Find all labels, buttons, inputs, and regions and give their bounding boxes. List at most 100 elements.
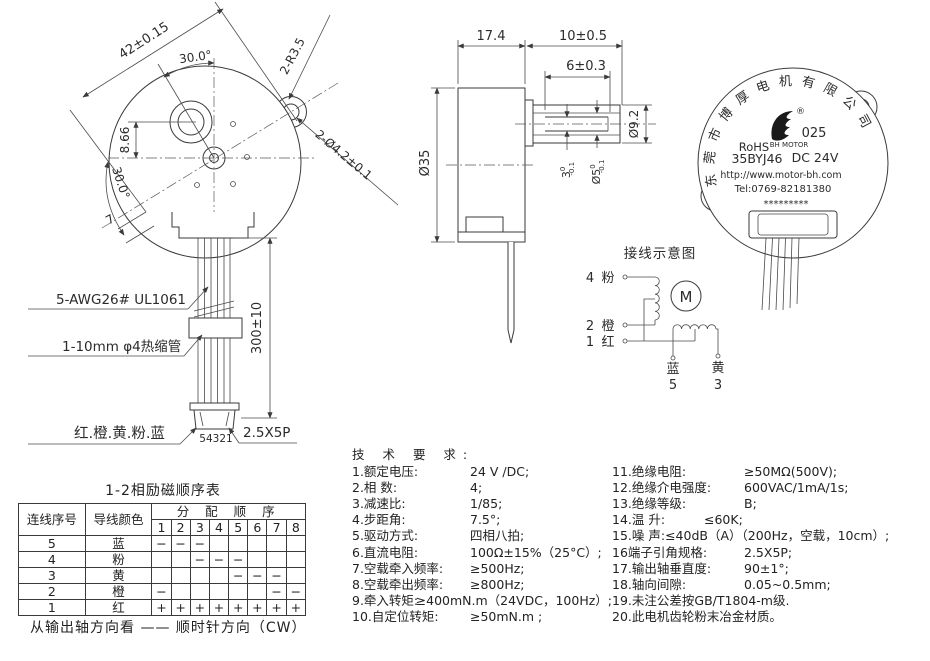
drawing-canvas: 42±0.15 30.0° 2-R3.5 2-Ø4.2±0.1 8.66 30.… — [28, 1, 889, 445]
stars-row: ********* — [764, 199, 809, 210]
connector-spec-label: 2.5X5P — [243, 425, 290, 441]
terminal-2-num: 2 — [586, 319, 594, 334]
step-4: 4 — [208, 519, 230, 536]
step-3: 3 — [189, 519, 210, 536]
model-number: 35BYJ46 — [731, 151, 782, 166]
motor-symbol-circle — [670, 280, 702, 312]
wire-colors-label: 红.橙.黄.粉.蓝 — [74, 425, 165, 442]
tech-item: 10.自定位转矩:≥50mN.m ; — [352, 608, 543, 624]
tech-item: 17.输出轴垂直度:90±1°; — [612, 560, 789, 576]
side-view: 17.4 10±0.5 6±0.3 Ø9.2 Ø35 30-0.1 Ø50-0.… — [418, 29, 656, 344]
header-wire-no: 连线序号 — [18, 503, 86, 536]
pin-numbers: 54321 — [199, 433, 232, 445]
tech-requirements-section: 技 术 要 求: 1.额定电压:24 V /DC; 2.相 数:4; 3.减速比… — [352, 447, 930, 625]
tech-item: 20.此电机齿轮粉末冶金材质。 — [612, 608, 782, 624]
step-8: 8 — [285, 519, 307, 536]
front-view: 42±0.15 30.0° 2-R3.5 2-Ø4.2±0.1 8.66 30.… — [69, 1, 399, 259]
terminal-4-color: 粉 — [601, 271, 614, 286]
step-7: 7 — [266, 519, 287, 536]
wire-spec-label: 5-AWG26# UL1061 — [56, 292, 186, 308]
tech-item: 13.绝缘等级:B; — [612, 496, 757, 512]
tech-item: 18.轴向间隙:0.05~0.5mm; — [612, 576, 831, 592]
logo-caption: BH MOTOR — [770, 141, 809, 149]
tech-item: 12.绝缘介电强度:600VAC/1mA/1s; — [612, 480, 849, 496]
tech-item: 14.温 升:≤60K; — [612, 512, 743, 528]
terminal-5-num: 5 — [669, 378, 677, 393]
tech-item: 9.牵入转矩:≥400mN.m（24VDC，100Hz）; — [352, 592, 612, 608]
dim-hole-spacing: 42±0.15 — [116, 20, 172, 63]
terminal-3-color: 黄 — [711, 361, 724, 376]
cw-direction-note: 从输出轴方向看 —— 顺时针方向（CW） — [30, 620, 307, 636]
terminal-2-color: 橙 — [601, 319, 614, 334]
heat-shrink-tube — [188, 317, 243, 339]
wiring-diagram: 接线示意图 4 粉 2 橙 1 红 M 蓝 5 黄 3 — [586, 245, 725, 393]
tech-requirements-title: 技 术 要 求: — [352, 447, 475, 462]
dim-boss-dia: Ø9.2 — [627, 110, 641, 139]
tech-item: 6.直流电阻:100Ω±15%（25°C）; — [352, 544, 602, 560]
dim-shaft-length: 10±0.5 — [559, 29, 607, 44]
dim-body-length: 17.4 — [477, 29, 506, 44]
connector-flange — [189, 402, 240, 411]
tech-requirements-left: 1.额定电压:24 V /DC; 2.相 数:4; 3.减速比:1/85; 4.… — [352, 464, 612, 625]
tech-item: 11.绝缘电阻:≥50MΩ(500V); — [612, 464, 838, 480]
terminal-1-num: 1 — [586, 335, 594, 350]
bh-logo-bird-icon — [771, 111, 793, 141]
terminal-3-num: 3 — [714, 378, 722, 393]
tech-item: 19.未注公差按GB/T1804-m级. — [612, 592, 790, 608]
motor-symbol: M — [680, 288, 693, 306]
telephone: Tel:0769-82181380 — [734, 184, 832, 195]
bearing-flange — [524, 99, 534, 147]
terminal-1-color: 红 — [601, 334, 614, 350]
dim-angle-top: 30.0° — [178, 48, 212, 66]
tech-item: 4.步距角:7.5°; — [352, 512, 501, 528]
tech-item: 8.空载牵出频率:≥800Hz; — [352, 576, 525, 592]
step-1: 1 — [151, 519, 172, 536]
header-wire-color: 导线颜色 — [84, 503, 153, 536]
label-view: 东莞市博厚电机有限公司 ® 025 BH MOTOR RoHS 35BYJ46 … — [697, 67, 889, 311]
tech-item: 7.空载牵入频率:≥500Hz; — [352, 560, 525, 576]
website: http://www.motor-bh.com — [720, 170, 841, 181]
dim-flat-thickness: 30-0.1 — [559, 162, 576, 178]
rohs-mark: RoHS — [739, 140, 769, 154]
voltage-rating: DC 24V — [792, 150, 839, 165]
dim-body-dia: Ø35 — [418, 150, 433, 177]
dim-mount-holes: 2-Ø4.2±0.1 — [312, 127, 374, 182]
tech-requirements-right: 11.绝缘电阻:≥50MΩ(500V); 12.绝缘介电强度:600VAC/1m… — [612, 464, 930, 625]
coil-a — [654, 276, 660, 321]
label-body-outline — [697, 67, 889, 259]
excitation-table-title: 1-2相励磁顺序表 — [105, 483, 221, 499]
terminal-housing — [171, 212, 255, 239]
dim-shaft-dia: Ø50-0.1 — [589, 160, 606, 185]
dim-wire-length: 300±10 — [250, 302, 265, 354]
dim-flat-length: 6±0.3 — [566, 59, 606, 74]
terminal-4-num: 4 — [586, 271, 594, 286]
excitation-table-section: 1-2相励磁顺序表 连线序号 导线颜色 分 配 顺 序 1 2 3 4 5 6 … — [18, 480, 308, 616]
tube-spec-label: 1-10mm φ4热缩管 — [62, 339, 181, 355]
terminal-block-side — [465, 216, 504, 233]
step-2: 2 — [170, 519, 191, 536]
step-6: 6 — [247, 519, 268, 536]
label-wire-bundle — [761, 237, 800, 311]
wire-exit-side — [507, 242, 515, 344]
label-code: 025 — [802, 126, 827, 141]
tech-item: 1.额定电压:24 V /DC; — [352, 464, 530, 480]
tech-item: 3.减速比:1/85; — [352, 496, 503, 512]
harness-assembly: 54321 300±10 5-AWG26# UL1061 1-10mm φ4热缩… — [28, 237, 297, 445]
label-bracket — [748, 210, 838, 239]
step-5: 5 — [228, 519, 249, 536]
tech-item: 2.相 数:4; — [352, 480, 483, 496]
tech-item: 15.噪 声:≤40dB（A）（200Hz，空载，10cm）; — [612, 528, 890, 544]
registered-mark: ® — [796, 107, 805, 117]
coil-b — [672, 324, 717, 330]
terminal-5-color: 蓝 — [666, 362, 679, 377]
tech-item: 5.驱动方式:四相八拍; — [352, 528, 525, 544]
dim-shaft-offset: 8.66 — [118, 127, 132, 154]
tech-item: 16端子引角规格:2.5X5P; — [612, 544, 793, 560]
